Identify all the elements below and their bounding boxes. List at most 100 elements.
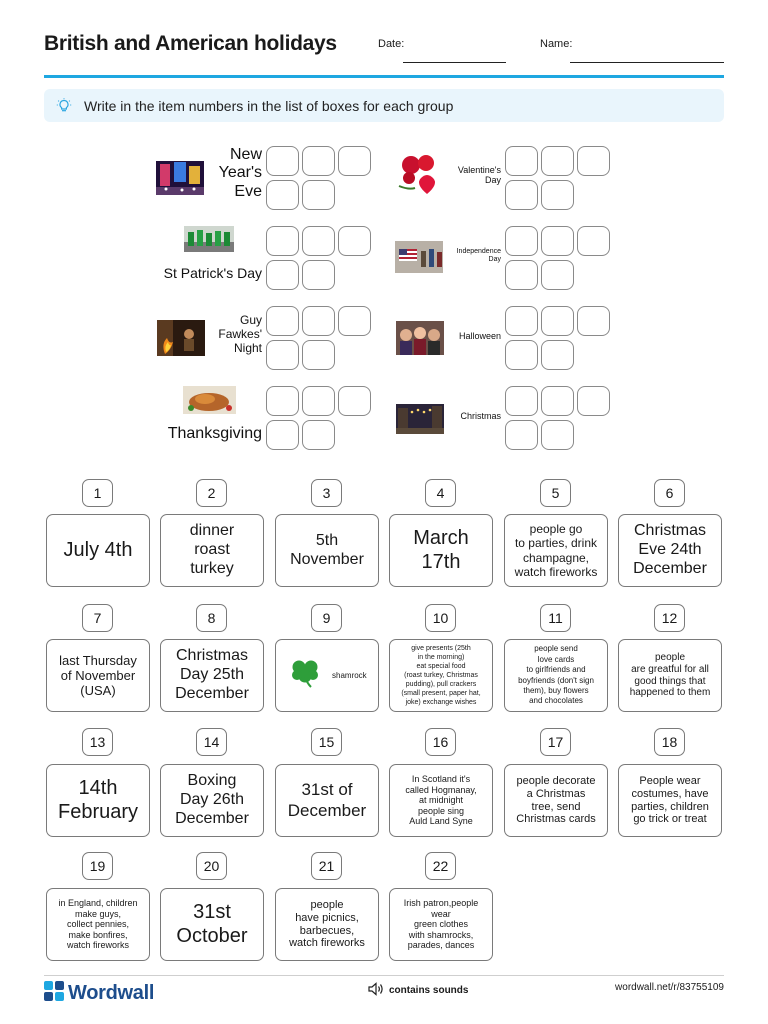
item-number: 20	[196, 852, 227, 880]
answer-slot[interactable]	[577, 306, 610, 336]
item-card[interactable]: people are greatful for all good things …	[618, 639, 722, 712]
instruction-text: Write in the item numbers in the list of…	[84, 97, 454, 114]
answer-slot[interactable]	[541, 306, 574, 336]
answer-slot[interactable]	[302, 306, 335, 336]
page-title: British and American holidays	[44, 32, 337, 55]
answer-slot[interactable]	[302, 386, 335, 416]
answer-slot[interactable]	[302, 260, 335, 290]
item-number: 19	[82, 852, 113, 880]
item-card[interactable]: in England, children make guys, collect …	[46, 888, 150, 961]
answer-slot[interactable]	[338, 306, 371, 336]
answer-slot[interactable]	[302, 146, 335, 176]
item-number: 4	[425, 479, 456, 507]
answer-slot[interactable]	[266, 146, 299, 176]
halloween-photo	[396, 321, 444, 355]
answer-slot[interactable]	[577, 146, 610, 176]
item-card[interactable]: people send love cards to girlfriends an…	[504, 639, 608, 712]
answer-slot[interactable]	[577, 226, 610, 256]
item-number: 14	[196, 728, 227, 756]
footer-divider	[44, 975, 724, 976]
item-card[interactable]: people decorate a Christmas tree, send C…	[504, 764, 608, 837]
answer-slot[interactable]	[266, 260, 299, 290]
answer-slot[interactable]	[541, 226, 574, 256]
answer-slot[interactable]	[266, 340, 299, 370]
answer-slot[interactable]	[338, 146, 371, 176]
st-patricks-parade-photo	[184, 226, 234, 252]
item-card[interactable]: shamrock	[275, 639, 379, 712]
name-field[interactable]	[570, 62, 724, 63]
item-card[interactable]: Boxing Day 26th December	[160, 764, 264, 837]
item-number: 22	[425, 852, 456, 880]
instruction-banner: Write in the item numbers in the list of…	[44, 89, 724, 122]
answer-slot[interactable]	[577, 386, 610, 416]
item-number: 10	[425, 604, 456, 632]
item-number: 7	[82, 604, 113, 632]
item-number: 2	[196, 479, 227, 507]
item-card[interactable]: 14th February	[46, 764, 150, 837]
answer-slot[interactable]	[505, 260, 538, 290]
header-divider	[44, 75, 724, 78]
answer-slot[interactable]	[541, 260, 574, 290]
item-card[interactable]: people go to parties, drink champagne, w…	[504, 514, 608, 587]
answer-slot[interactable]	[338, 226, 371, 256]
item-card[interactable]: 31st October	[160, 888, 264, 961]
item-number: 3	[311, 479, 342, 507]
christmas-street-photo	[396, 404, 444, 434]
item-card[interactable]: Christmas Day 25th December	[160, 639, 264, 712]
answer-slot[interactable]	[302, 420, 335, 450]
answer-slot[interactable]	[505, 420, 538, 450]
answer-slot[interactable]	[505, 306, 538, 336]
bonfire-night-photo	[157, 320, 205, 356]
answer-slot[interactable]	[302, 226, 335, 256]
answer-slot[interactable]	[266, 180, 299, 210]
answer-slot[interactable]	[302, 180, 335, 210]
item-number: 18	[654, 728, 685, 756]
answer-slot[interactable]	[505, 340, 538, 370]
item-card[interactable]: July 4th	[46, 514, 150, 587]
item-card[interactable]: 31st of December	[275, 764, 379, 837]
answer-slot[interactable]	[266, 226, 299, 256]
shamrock-icon	[288, 657, 322, 695]
answer-slot[interactable]	[541, 146, 574, 176]
answer-slot[interactable]	[266, 306, 299, 336]
item-card[interactable]: People wear costumes, have parties, chil…	[618, 764, 722, 837]
item-number: 8	[196, 604, 227, 632]
answer-slot[interactable]	[302, 340, 335, 370]
date-field[interactable]	[403, 62, 506, 63]
wordwall-logo[interactable]: Wordwall	[44, 981, 154, 1006]
answer-slot[interactable]	[266, 386, 299, 416]
wordwall-logo-icon	[44, 981, 64, 1006]
item-card[interactable]: people have picnics, barbecues, watch fi…	[275, 888, 379, 961]
answer-slot[interactable]	[338, 386, 371, 416]
activity-url[interactable]: wordwall.net/r/83755109	[615, 982, 724, 993]
answer-slot[interactable]	[541, 340, 574, 370]
answer-slot[interactable]	[541, 386, 574, 416]
speaker-icon	[368, 982, 384, 999]
independence-day-parade-photo	[395, 241, 443, 273]
item-card[interactable]: last Thursday of November (USA)	[46, 639, 150, 712]
item-number: 6	[654, 479, 685, 507]
answer-slot[interactable]	[505, 226, 538, 256]
item-card[interactable]: Christmas Eve 24th December	[618, 514, 722, 587]
group-label-st-patricks-day: St Patrick's Day	[163, 265, 262, 281]
red-roses-photo	[395, 152, 443, 200]
times-square-new-year-photo	[156, 161, 204, 195]
group-label-independence-day: Independence Day	[456, 248, 501, 264]
item-card[interactable]: dinner roast turkey	[160, 514, 264, 587]
answer-slot[interactable]	[505, 180, 538, 210]
answer-slot[interactable]	[541, 180, 574, 210]
answer-slot[interactable]	[541, 420, 574, 450]
answer-slot[interactable]	[505, 386, 538, 416]
item-number: 1	[82, 479, 113, 507]
group-label-thanksgiving: Thanksgiving	[167, 425, 262, 442]
answer-slot[interactable]	[505, 146, 538, 176]
item-card[interactable]: March 17th	[389, 514, 493, 587]
answer-slot[interactable]	[266, 420, 299, 450]
item-card[interactable]: Irish patron,people wear green clothes w…	[389, 888, 493, 961]
name-label: Name:	[540, 38, 573, 50]
item-card[interactable]: give presents (25th in the morning) eat …	[389, 639, 493, 712]
roast-turkey-photo	[183, 386, 236, 414]
group-label-valentines-day: Valentine's Day	[457, 165, 501, 186]
item-card[interactable]: In Scotland it's called Hogmanay, at mid…	[389, 764, 493, 837]
item-card[interactable]: 5th November	[275, 514, 379, 587]
